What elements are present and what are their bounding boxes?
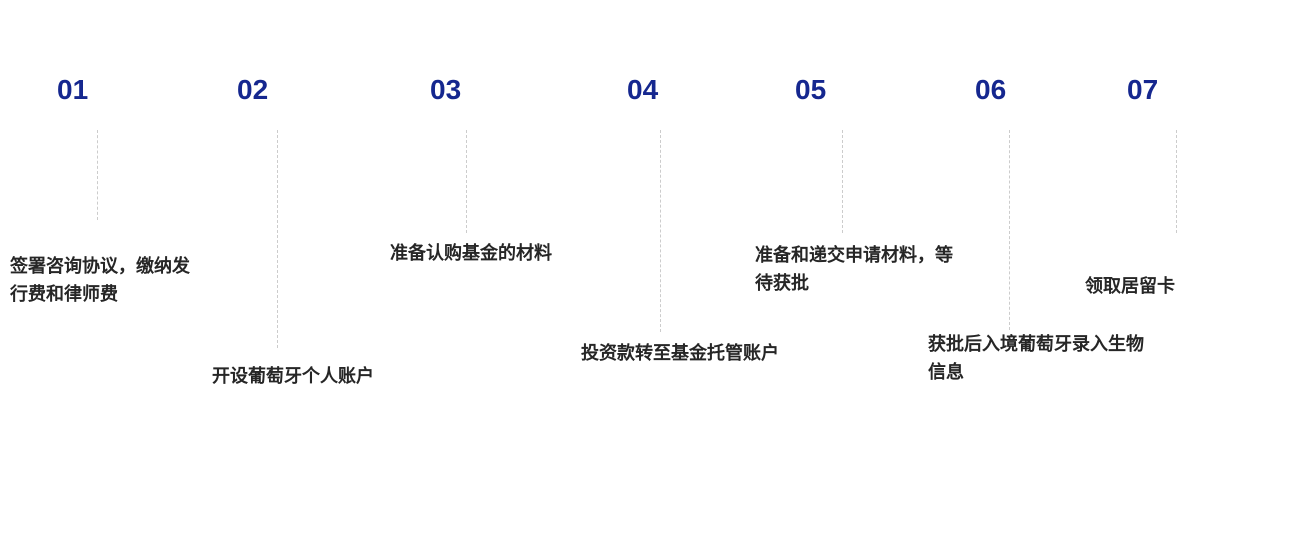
step-label-06: 获批后入境葡萄牙录入生物 信息 (928, 334, 1144, 382)
step-label-04: 投资款转至基金托管账户 (581, 343, 779, 363)
step-number-02: 02 (237, 74, 269, 105)
step-label-02: 开设葡萄牙个人账户 (212, 366, 374, 386)
step-label-01: 签署咨询协议，缴纳发 行费和律师费 (10, 256, 190, 304)
chevron-right-icon (842, 53, 929, 128)
step-number-04: 04 (627, 74, 659, 105)
connector-dotted-line (842, 130, 843, 233)
step-label-05: 准备和递交申请材料，等 待获批 (755, 245, 953, 293)
step-label-03: 准备认购基金的材料 (390, 243, 552, 263)
step-number-05: 05 (795, 74, 827, 105)
chevron-right-icon (660, 53, 747, 128)
step-number-03: 03 (430, 74, 462, 105)
connector-dotted-line (660, 130, 661, 332)
step-number-01: 01 (57, 74, 89, 105)
chevron-right-icon (467, 53, 554, 128)
connector-dotted-line (97, 130, 98, 220)
step-label-07: 领取居留卡 (1085, 276, 1175, 296)
chevron-right-icon (277, 53, 364, 128)
chevron-right-icon (1176, 53, 1263, 128)
connector-dotted-line (277, 130, 278, 348)
step-number-07: 07 (1127, 74, 1159, 105)
connector-dotted-line (1176, 130, 1177, 233)
chevron-right-icon (98, 53, 185, 128)
step-number-06: 06 (975, 74, 1007, 105)
chevron-right-icon (1010, 53, 1097, 128)
connector-dotted-line (466, 130, 467, 233)
connector-dotted-line (1009, 130, 1010, 330)
